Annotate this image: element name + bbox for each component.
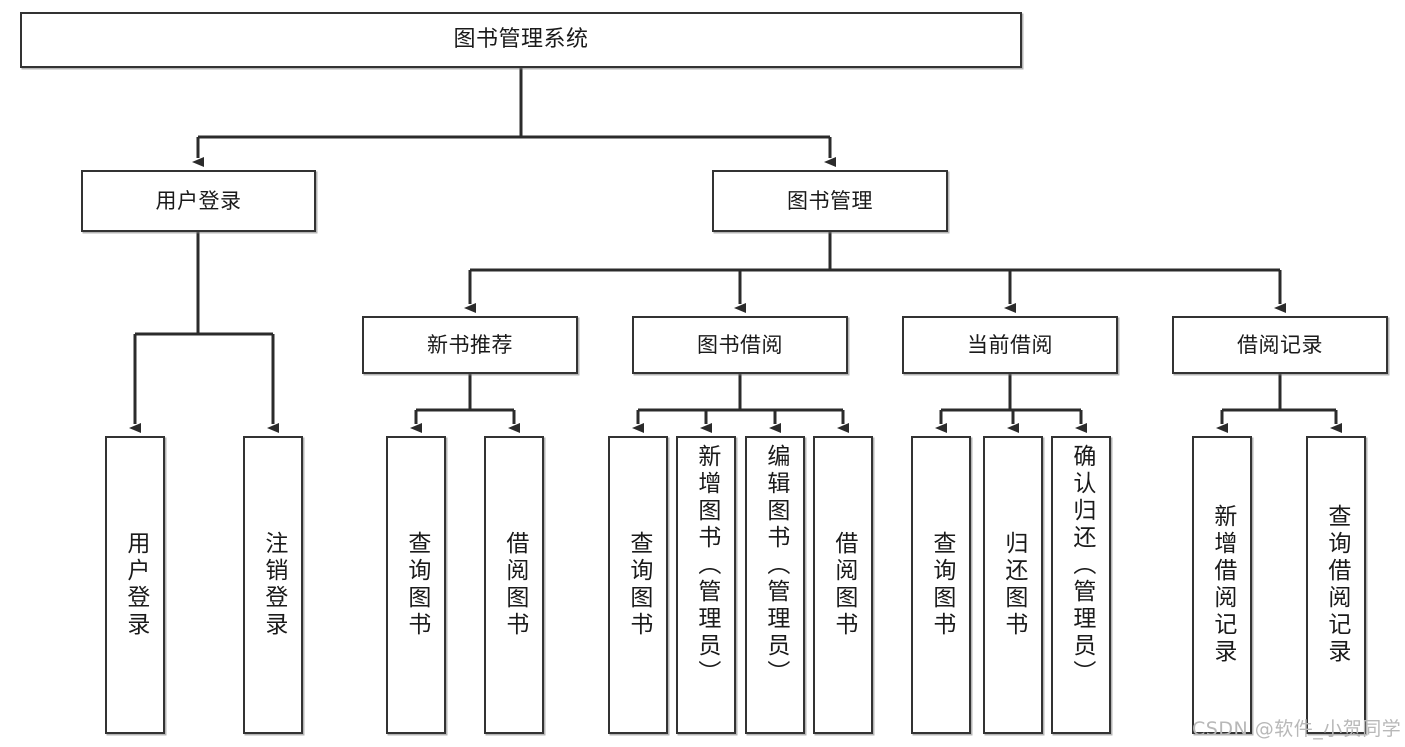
- node-leaf-user-login[interactable]: 用户登录: [105, 436, 165, 734]
- node-leaf-borrow-book-label: 借阅图书: [830, 531, 857, 639]
- node-book-borrow[interactable]: 图书借阅: [632, 316, 848, 374]
- node-leaf-query-book-cur-label: 查询图书: [928, 531, 955, 639]
- node-book-manage-label: 图书管理: [787, 188, 873, 213]
- node-current-borrow[interactable]: 当前借阅: [902, 316, 1118, 374]
- node-leaf-edit-book-label: 编辑图书（管理员）: [762, 444, 789, 687]
- node-leaf-add-record[interactable]: 新增借阅记录: [1192, 436, 1252, 734]
- node-leaf-query-record-label: 查询借阅记录: [1323, 504, 1350, 666]
- node-leaf-edit-book[interactable]: 编辑图书（管理员）: [745, 436, 805, 734]
- node-root[interactable]: 图书管理系统: [20, 12, 1022, 68]
- node-new-book-rec[interactable]: 新书推荐: [362, 316, 578, 374]
- node-leaf-query-book-rec[interactable]: 查询图书: [386, 436, 446, 734]
- node-leaf-add-book-label: 新增图书（管理员）: [693, 444, 720, 687]
- node-user-login[interactable]: 用户登录: [81, 170, 316, 232]
- node-borrow-record-label: 借阅记录: [1237, 332, 1323, 357]
- watermark-csdn: CSDN @软件_小贺同学: [1192, 718, 1402, 740]
- node-leaf-borrow-book[interactable]: 借阅图书: [813, 436, 873, 734]
- node-book-manage[interactable]: 图书管理: [712, 170, 948, 232]
- node-leaf-query-book-borrow-label: 查询图书: [625, 531, 652, 639]
- node-new-book-rec-label: 新书推荐: [427, 332, 513, 357]
- node-leaf-borrow-book-rec-label: 借阅图书: [501, 531, 528, 639]
- node-borrow-record[interactable]: 借阅记录: [1172, 316, 1388, 374]
- node-leaf-borrow-book-rec[interactable]: 借阅图书: [484, 436, 544, 734]
- node-leaf-confirm-return[interactable]: 确认归还（管理员）: [1051, 436, 1111, 734]
- node-leaf-user-login-label: 用户登录: [122, 531, 149, 639]
- node-leaf-logout-label: 注销登录: [260, 531, 287, 639]
- node-leaf-return-book-label: 归还图书: [1000, 531, 1027, 639]
- node-leaf-query-book-rec-label: 查询图书: [403, 531, 430, 639]
- node-leaf-return-book[interactable]: 归还图书: [983, 436, 1043, 734]
- node-leaf-add-record-label: 新增借阅记录: [1209, 504, 1236, 666]
- node-book-borrow-label: 图书借阅: [697, 332, 783, 357]
- node-user-login-label: 用户登录: [155, 188, 242, 213]
- node-leaf-logout[interactable]: 注销登录: [243, 436, 303, 734]
- node-leaf-query-record[interactable]: 查询借阅记录: [1306, 436, 1366, 734]
- node-leaf-add-book[interactable]: 新增图书（管理员）: [676, 436, 736, 734]
- node-leaf-confirm-return-label: 确认归还（管理员）: [1068, 444, 1095, 687]
- node-root-label: 图书管理系统: [453, 27, 589, 53]
- node-leaf-query-book-cur[interactable]: 查询图书: [911, 436, 971, 734]
- node-leaf-query-book-borrow[interactable]: 查询图书: [608, 436, 668, 734]
- node-current-borrow-label: 当前借阅: [967, 332, 1053, 357]
